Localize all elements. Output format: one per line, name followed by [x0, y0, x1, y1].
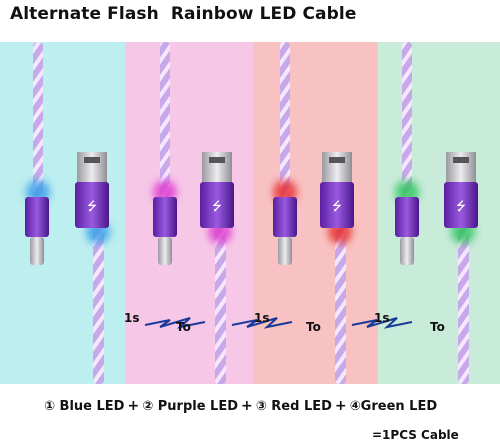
pack-quantity: =1PCS Cable — [372, 428, 459, 442]
lightning-arrow-2 — [231, 317, 293, 329]
led-3-marker: ③ — [255, 399, 267, 414]
svg-text:⭍: ⭍ — [332, 199, 342, 213]
transition-3-to: To — [430, 320, 445, 334]
led-1-label: Blue LED — [59, 399, 125, 414]
led-4-label: Green LED — [360, 399, 438, 414]
svg-text:⭍: ⭍ — [212, 199, 222, 213]
led-1-marker: ① — [44, 399, 56, 414]
led-2-marker: ② — [142, 399, 154, 414]
led-4-marker: ④ — [349, 399, 361, 414]
lightning-arrow-1 — [144, 317, 206, 329]
transition-1-from: 1s — [124, 311, 140, 325]
plus-sign: + — [127, 398, 140, 414]
product-photo: ⭍ ⭍ ⭍ — [0, 42, 500, 384]
page-title: Alternate Flash Rainbow LED Cable — [10, 4, 357, 24]
svg-text:⭍: ⭍ — [456, 199, 466, 213]
transition-1-to: To — [176, 320, 191, 334]
led-sequence-caption: ① Blue LED+② Purple LED+③ Red LED+④Green… — [44, 398, 437, 414]
cable-set-purple: ⭍ — [153, 42, 234, 384]
led-3-label: Red LED — [271, 399, 332, 414]
cable-set-green: ⭍ — [395, 42, 478, 384]
lightning-arrow-3 — [351, 317, 413, 329]
led-2-label: Purple LED — [157, 399, 239, 414]
transition-3-from: 1s — [374, 311, 390, 325]
transition-2-to: To — [306, 320, 321, 334]
cable-illustration: ⭍ ⭍ ⭍ — [25, 42, 478, 384]
plus-sign: + — [241, 398, 253, 414]
plus-sign: + — [334, 398, 347, 414]
cable-set-red: ⭍ — [273, 42, 354, 384]
svg-text:⭍: ⭍ — [87, 199, 97, 213]
transition-2-from: 1s — [254, 311, 270, 325]
cable-set-blue: ⭍ — [25, 42, 110, 384]
